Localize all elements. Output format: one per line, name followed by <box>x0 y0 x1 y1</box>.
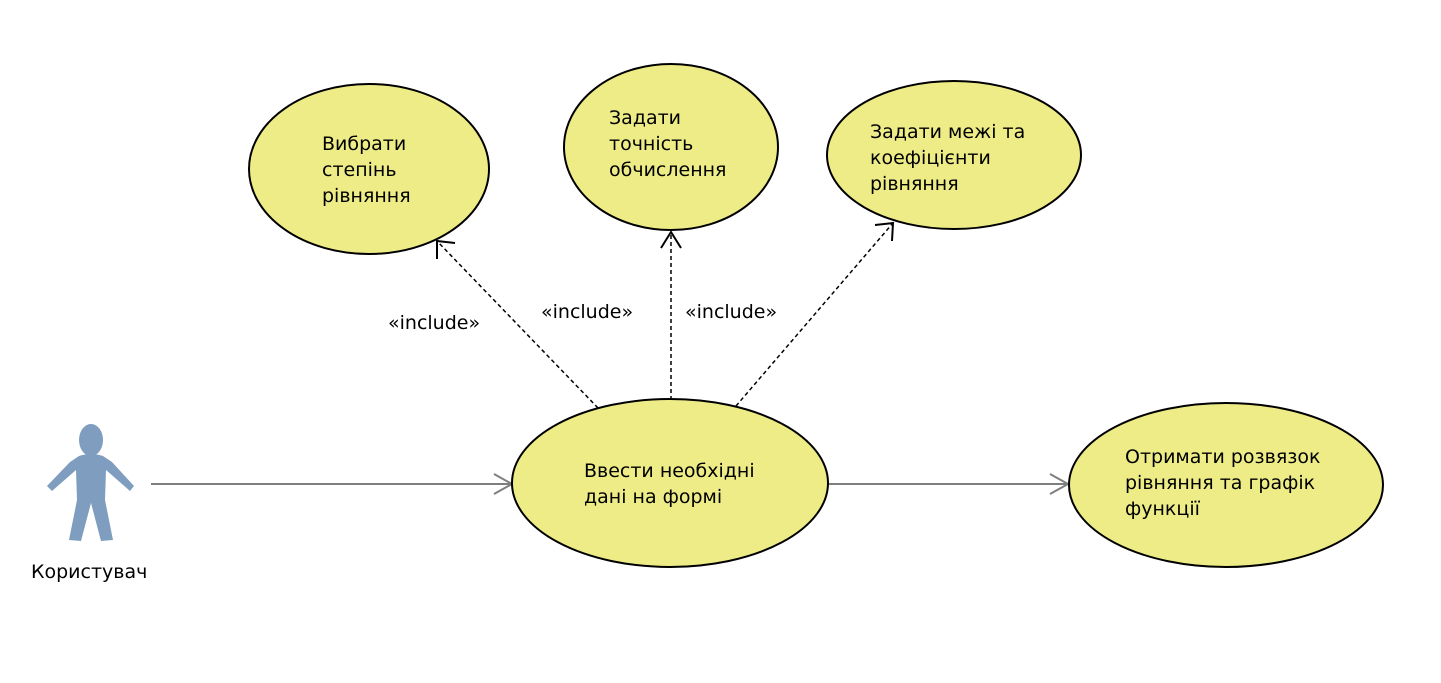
use-case-choose-degree[interactable]: Вибрати степінь рівняння <box>248 83 490 255</box>
use-case-label: дані на формі <box>584 486 722 508</box>
use-case-label: рівняння <box>870 173 959 195</box>
include-relation-precision <box>660 230 682 400</box>
association-input-result <box>829 473 1071 495</box>
use-case-label: рівняння <box>322 185 411 207</box>
include-label-precision: «include» <box>541 301 633 323</box>
use-case-set-precision[interactable]: Задати точність обчислення <box>563 63 779 231</box>
use-case-label: Ввести необхідні <box>584 460 755 482</box>
include-label-bounds: «include» <box>685 301 777 323</box>
use-case-label: точність <box>609 133 693 155</box>
use-case-label: Задати <box>609 107 681 129</box>
use-case-label: Вибрати <box>322 133 406 155</box>
use-case-label: степінь <box>322 159 397 181</box>
use-case-label: Отримати розвязок <box>1125 446 1320 468</box>
include-relation-degree <box>436 239 599 409</box>
use-case-enter-data[interactable]: Ввести необхідні дані на формі <box>511 398 829 568</box>
actor-figure-icon <box>47 424 134 541</box>
use-case-label: коефіцієнти <box>870 147 991 169</box>
use-case-label: рівняння та графік <box>1125 472 1315 494</box>
use-case-label: обчислення <box>609 159 726 181</box>
association-actor-input <box>151 473 515 495</box>
actor-label: Користувач <box>31 561 147 583</box>
use-case-label: функції <box>1125 498 1201 520</box>
use-case-label: Задати межі та <box>870 121 1025 143</box>
include-label-degree: «include» <box>388 312 480 334</box>
include-relation-bounds <box>735 221 895 407</box>
actor-user[interactable]: Користувач <box>31 424 147 583</box>
use-case-set-bounds[interactable]: Задати межі та коефіцієнти рівняння <box>826 80 1082 230</box>
use-case-get-result[interactable]: Отримати розвязок рівняння та графік фун… <box>1068 402 1384 568</box>
